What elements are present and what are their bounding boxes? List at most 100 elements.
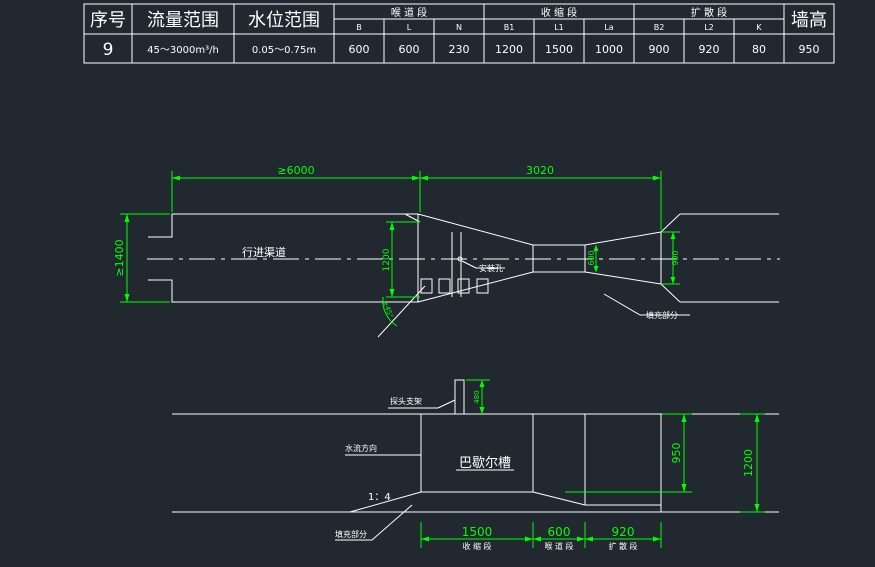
cell-b: 600 <box>349 43 370 56</box>
dim-throat-label: 600 <box>548 525 571 539</box>
throat-section-label: 喉 道 段 <box>544 541 573 551</box>
arrow <box>577 536 585 542</box>
arrow <box>124 294 130 302</box>
flow-direction-label: 水流方向 <box>345 443 377 453</box>
subheader-b1: B1 <box>504 23 515 32</box>
cell-la: 1000 <box>595 43 623 56</box>
contraction-wall-bottom <box>417 271 534 303</box>
arrow <box>412 175 420 181</box>
header-seq: 序号 <box>90 10 126 31</box>
bracket-leader <box>437 399 456 409</box>
section-view-dimensions <box>420 379 765 548</box>
flume-throat-floor <box>532 491 586 506</box>
probe-hole-leader <box>461 260 477 269</box>
dim-wall-height-label: 950 <box>670 443 683 464</box>
arrow <box>421 536 429 542</box>
arrow <box>754 504 760 512</box>
cell-k: 80 <box>752 43 766 56</box>
arrow <box>533 536 541 542</box>
fill-block <box>457 278 470 294</box>
header-level-range: 水位范围 <box>248 10 320 31</box>
subheader-la: La <box>604 23 613 32</box>
channel-wall-top <box>148 213 418 238</box>
section-view-labels: 探头支架 水流方向 巴歇尔槽 1：4 填充部分 480 950 1200 150… <box>335 390 755 551</box>
header-diverging-group: 扩 散 段 <box>691 6 727 19</box>
spec-table <box>83 3 835 64</box>
arrow <box>593 245 599 251</box>
probe-hole-marker <box>457 256 463 262</box>
subheader-b: B <box>356 23 362 32</box>
cell-wall-height: 950 <box>799 43 820 56</box>
contraction-section-label: 收 缩 段 <box>462 541 491 551</box>
cell-b2: 900 <box>649 43 670 56</box>
exit-transition-top <box>660 213 681 233</box>
header-contraction-group: 收 缩 段 <box>541 6 577 19</box>
cell-l: 600 <box>399 43 420 56</box>
arrow <box>653 536 661 542</box>
arrow <box>389 222 395 230</box>
cell-seq: 9 <box>103 40 114 60</box>
probe-hole-label: 安装孔 <box>479 263 503 273</box>
dim-contraction-width-label: 1200 <box>382 248 392 271</box>
cell-flow: 45～3000m³/h <box>147 45 219 56</box>
arrow <box>681 484 687 492</box>
arrow <box>479 380 485 387</box>
subheader-l2: L2 <box>704 23 714 32</box>
arrow <box>420 175 428 181</box>
arrow <box>585 536 593 542</box>
plan-view <box>147 213 780 338</box>
diverging-wall-top <box>584 231 662 246</box>
dim-contraction-label: 1500 <box>462 525 493 539</box>
dim-upstream-label: ≥6000 <box>277 164 314 177</box>
dim-channel-width-label: ≥1400 <box>113 239 126 276</box>
slope-ratio-label: 1：4 <box>368 492 391 503</box>
subheader-l: L <box>407 23 412 32</box>
subheader-k: K <box>756 23 762 32</box>
plan-view-labels: ≥6000 3020 ≥1400 1200 600 900 ≥45° 行进渠道 … <box>113 164 680 320</box>
dim-diverging-label: 920 <box>612 525 635 539</box>
flume-label: 巴歇尔槽 <box>459 456 511 471</box>
spec-table-text: 序号 流量范围 水位范围 喉 道 段 收 缩 段 扩 散 段 墙高 B L N … <box>90 6 827 60</box>
fill-block <box>476 278 489 294</box>
cell-n: 230 <box>449 43 470 56</box>
header-wall-height: 墙高 <box>791 10 827 31</box>
subheader-l1: L1 <box>554 23 564 32</box>
section-fill-label: 填充部分 <box>335 529 367 539</box>
arrow <box>172 175 180 181</box>
arrow <box>653 175 661 181</box>
cell-level: 0.05～0.75m <box>252 45 316 56</box>
dim-flume-length-label: 3020 <box>526 164 554 177</box>
cell-l2: 920 <box>699 43 720 56</box>
section-fill-leader <box>371 504 413 541</box>
arrow <box>593 266 599 272</box>
fill-block <box>420 278 433 294</box>
cell-b1: 1200 <box>495 43 523 56</box>
slope-leader-line <box>377 285 426 338</box>
section-view-arrows <box>421 380 760 542</box>
dim-channel-depth-label: 1200 <box>742 449 755 477</box>
fill-block <box>438 278 451 294</box>
probe-bracket <box>454 379 465 415</box>
diverging-section-label: 扩 散 段 <box>608 541 637 551</box>
arrow <box>479 407 485 414</box>
arrow <box>124 214 130 222</box>
dim-bracket-label: 480 <box>473 390 481 403</box>
diverging-wall-bottom <box>584 271 662 285</box>
arrow <box>525 536 533 542</box>
slope-ramp <box>349 491 422 513</box>
fill-leader <box>603 293 641 316</box>
plan-fill-label: 填充部分 <box>646 310 678 320</box>
channel-wall-bottom <box>148 279 418 303</box>
plan-view-arrows <box>124 175 676 302</box>
arrow <box>681 414 687 422</box>
exit-transition-bottom <box>660 283 681 303</box>
header-flow-range: 流量范围 <box>147 10 219 31</box>
arrow <box>670 232 676 239</box>
slope-angle-arc <box>382 296 398 327</box>
arrow <box>754 414 760 422</box>
dim-exit-width-label: 900 <box>671 250 680 265</box>
channel-label: 行进渠道 <box>242 245 286 259</box>
arrow <box>670 277 676 284</box>
